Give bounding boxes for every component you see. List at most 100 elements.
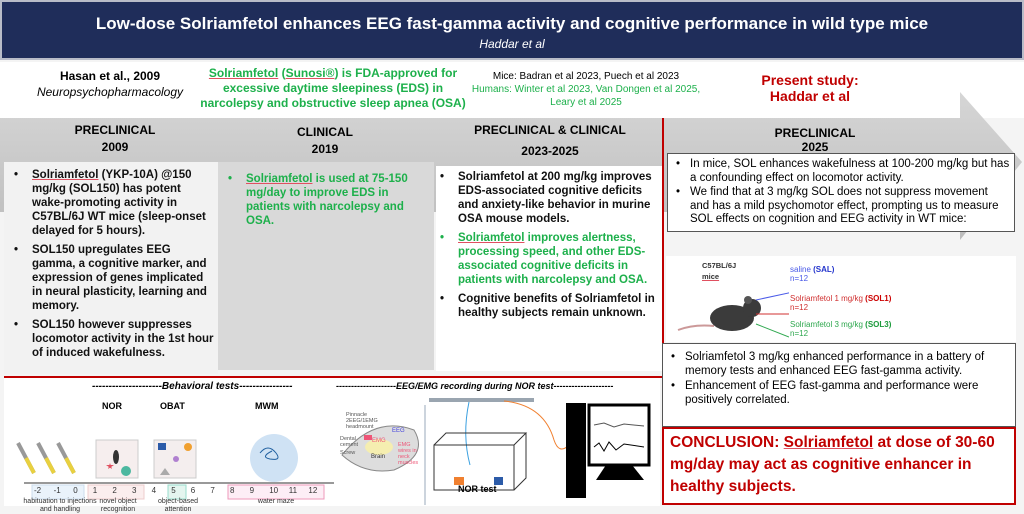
day-label: 7 (210, 486, 215, 495)
group-label: Solriamfetol 1 mg/kg (790, 294, 863, 303)
poster-authors: Haddar et al (2, 37, 1022, 51)
computer-tower-icon (566, 403, 586, 498)
divider-vertical (662, 118, 664, 376)
ref-humans: Humans: Winter et al 2023, Van Dongen et… (471, 84, 701, 108)
finding-item: Cognitive benefits of Solriamfetol in he… (436, 292, 660, 320)
screw-label: Screw (340, 450, 356, 456)
group-n: n=12 (790, 329, 809, 338)
day-label: -2 (34, 486, 42, 495)
finding-item: SOL150 upregulates EEG gamma, a cognitiv… (10, 243, 216, 313)
brain-label: Brain (371, 454, 386, 460)
test-mwm-label: MWM (255, 401, 279, 411)
test-obat-label: OBAT (160, 401, 185, 411)
drug-name: Solriamfetol (32, 169, 99, 181)
day-label: 4 (151, 486, 157, 495)
eeg-label: EEG (392, 428, 405, 434)
day-label: 3 (132, 486, 137, 495)
finding-item: Solriamfetol is used at 75-150 mg/day to… (224, 172, 430, 228)
finding-text: SOL150 however suppresses locomotor acti… (32, 319, 214, 359)
finding-text: SOL150 upregulates EEG gamma, a cognitiv… (32, 244, 207, 312)
day-label: 11 (288, 486, 298, 495)
mouse-icon (677, 292, 789, 338)
monitor-icon (587, 403, 651, 467)
ref-recent: Mice: Badran et al 2023, Puech et al 202… (466, 70, 706, 109)
ref-hasan-cite: Hasan et al., 2009 (59, 69, 161, 83)
phase-year: 2009 (101, 140, 129, 154)
day-label: 5 (171, 486, 176, 495)
phase-obat: object-based attention (157, 498, 199, 513)
nor-test-label: NOR test (458, 484, 497, 494)
col-2023-findings: Solriamfetol at 200 mg/kg improves EDS-a… (436, 166, 662, 371)
finding-text: Solriamfetol at 200 mg/kg improves EDS-a… (458, 171, 652, 225)
finding-item: Solriamfetol at 200 mg/kg improves EDS-a… (436, 170, 660, 226)
present-study: Present study: Haddar et al (740, 72, 880, 104)
fda-approval-note: Solriamfetol (Sunosi®) is FDA-approved f… (200, 66, 466, 110)
present-study-box: In mice, SOL enhances wakefulness at 100… (667, 153, 1015, 232)
phase-label: PRECLINICAL & CLINICAL (474, 123, 626, 137)
poster-title: Low-dose Solriamfetol enhances EEG fast-… (95, 14, 929, 33)
strain-mice: mice (702, 272, 720, 281)
group-n: n=12 (790, 274, 809, 283)
test-nor-label: NOR (102, 401, 122, 411)
emg-label: EMG (372, 438, 386, 444)
drug-name: Solriamfetol (458, 232, 525, 244)
syringe-icon (56, 442, 76, 474)
eeg-title: --------------------EEG/EMG recording du… (336, 381, 614, 391)
present-study-authors: Haddar et al (769, 88, 851, 104)
ref-hasan-journal: Neuropsychopharmacology (36, 85, 184, 99)
phase-year: 2023-2025 (521, 144, 579, 158)
phase-mwm: water maze (257, 498, 295, 505)
col-2019-findings: Solriamfetol is used at 75-150 mg/day to… (218, 162, 434, 370)
results-box: Solriamfetol 3 mg/kg enhanced performanc… (662, 343, 1016, 427)
day-label: -1 (53, 486, 61, 495)
finding-item: Solriamfetol (YKP-10A) @150 mg/kg (SOL15… (10, 168, 216, 238)
day-label: 9 (249, 486, 255, 495)
behavioral-tests-title: ---------------------Behavioral tests---… (92, 381, 293, 392)
group-n: n=12 (790, 303, 809, 312)
authors-text: Haddar et al (479, 37, 545, 51)
eeg-setup-diagram (341, 398, 651, 505)
fda-drug: Solriamfetol (208, 66, 279, 80)
group-sal: saline (SAL) n=12 (790, 265, 834, 283)
conclusion-box: CONCLUSION: Solriamfetol at dose of 30-6… (662, 427, 1016, 505)
drug-name: Solriamfetol (783, 434, 874, 451)
reference-row (0, 62, 1024, 118)
finding-text: improves alertness, processing speed, an… (458, 232, 648, 286)
present-study-label: Present study: (761, 72, 859, 88)
fda-brand: Sunosi® (285, 66, 335, 80)
group-sol3: Solriamfetol 3 mg/kg (SOL3) n=12 (790, 320, 891, 338)
group-sol1: Solriamfetol 1 mg/kg (SOL1) n=12 (790, 294, 891, 312)
fda-text: ) is FDA-approved for excessive daytime … (200, 66, 466, 110)
group-code: (SOL3) (865, 320, 892, 329)
header-banner: Low-dose Solriamfetol enhances EEG fast-… (0, 0, 1024, 60)
syringe-icon (16, 442, 36, 474)
phase-year: 2025 (801, 140, 829, 154)
group-label: saline (790, 265, 811, 274)
finding-item: SOL150 however suppresses locomotor acti… (10, 318, 216, 360)
conclusion-text: at dose of 30-60 mg/day may act as cogni… (670, 434, 995, 495)
finding-text: Cognitive benefits of Solriamfetol in he… (458, 293, 655, 319)
ref-hasan: Hasan et al., 2009 Neuropsychopharmacolo… (20, 68, 200, 100)
phase-label: PRECLINICAL (774, 126, 856, 140)
phase-year: 2019 (311, 142, 339, 156)
rationale-item: We find that at 3 mg/kg SOL does not sup… (672, 186, 1010, 227)
finding-text: is used at 75-150 mg/day to improve EDS … (246, 173, 408, 227)
dental-cement-label: Dental cement (340, 436, 359, 448)
result-item: Enhancement of EEG fast-gamma and perfor… (667, 379, 1011, 407)
headmount-label: Pinnacle 2EEG/1EMG headmount (346, 412, 378, 430)
phase-nor: novel object recognition (99, 498, 137, 513)
ref-mice: Mice: Badran et al 2023, Puech et al 202… (492, 71, 680, 82)
conclusion-label: CONCLUSION: (670, 434, 784, 451)
phase-2023: PRECLINICAL & CLINICAL 2023-2025 (440, 120, 660, 162)
phase-label: CLINICAL (297, 125, 353, 139)
group-code: (SAL) (813, 265, 835, 274)
day-label: 2 (112, 486, 117, 495)
group-code: (SOL1) (865, 294, 892, 303)
col-2009-findings: Solriamfetol (YKP-10A) @150 mg/kg (SOL15… (4, 162, 218, 374)
group-label: Solriamfetol 3 mg/kg (790, 320, 863, 329)
drug-name: Solriamfetol (246, 173, 313, 185)
